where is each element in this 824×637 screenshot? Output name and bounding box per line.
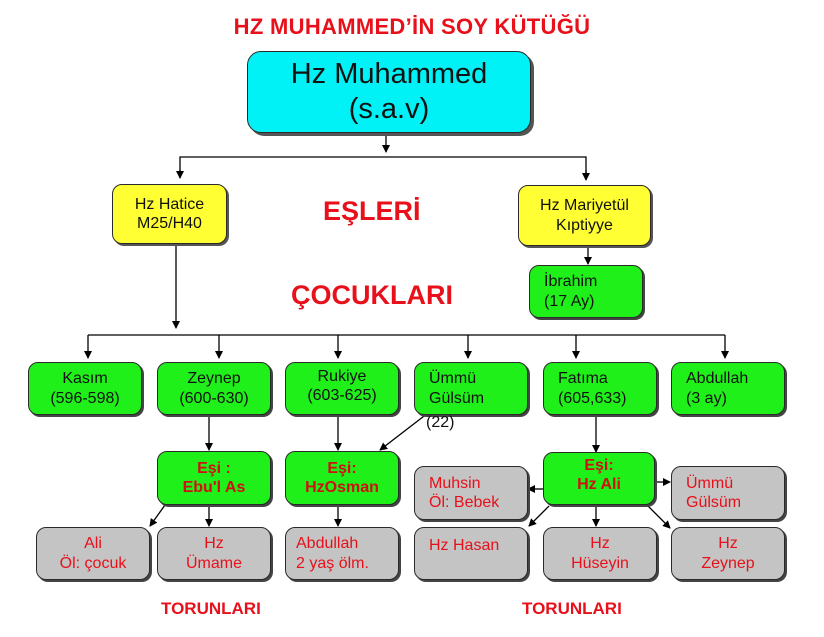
root-node[interactable]: Hz Muhammed (s.a.v) — [247, 51, 531, 133]
section-label-spouses: EŞLERİ — [323, 196, 421, 226]
node-text-line1: Ümmü — [686, 474, 734, 492]
node-text-line1: Zeynep — [187, 370, 241, 388]
child-node-zeynep[interactable]: Zeynep (600-630) — [157, 362, 271, 415]
node-text-line1: Kasım — [62, 370, 108, 388]
spouse-node-hatice[interactable]: Hz Hatice M25/H40 — [112, 184, 227, 244]
root-name: Hz Muhammed — [290, 58, 488, 91]
node-text-line1: Ali — [84, 535, 102, 553]
node-text-line2: (3 ay) — [686, 389, 727, 407]
child-node-rukiye[interactable]: Rukiye (603-625) — [285, 362, 399, 415]
node-text-line2: Hüseyin — [571, 554, 629, 572]
node-text-line1: Eşi : — [197, 459, 231, 477]
node-text-line2: Gülsüm — [429, 389, 485, 407]
grandchild-node-zeynep[interactable]: Hz Zeynep — [671, 527, 785, 580]
node-text-line2: Ümame — [185, 554, 242, 572]
child-node-abdullah[interactable]: Abdullah (3 ay) — [671, 362, 785, 415]
grandchild-node-muhsin[interactable]: Muhsin Öl: Bebek — [414, 466, 528, 520]
grandchild-node-ummu-gulsum[interactable]: Ümmü Gülsüm — [671, 466, 785, 520]
node-text-line2: Ebu'l As — [182, 479, 246, 496]
node-text-line2: Öl: çocuk — [59, 554, 127, 572]
page-title: HZ MUHAMMED’İN SOY KÜTÜĞÜ — [233, 14, 591, 39]
grandchild-node-abdullah[interactable]: Abdullah 2 yaş ölm. — [285, 527, 399, 580]
node-text-line1: Eşi: — [584, 457, 614, 474]
node-text-line2: Kıptiyye — [556, 216, 613, 234]
child-note-age: (22) — [426, 414, 455, 431]
node-text-line1: Hz — [718, 535, 738, 553]
node-text-line1: Eşi: — [327, 459, 357, 477]
node-text-line1: Hz Hatice — [134, 195, 205, 213]
node-text-line1: Abdullah — [686, 370, 749, 388]
node-text-line1: Rukiye — [317, 368, 367, 385]
section-label-children: ÇOCUKLARI — [291, 280, 453, 310]
node-text-line1: Muhsin — [429, 474, 481, 492]
node-text-line1: Abdullah — [296, 535, 359, 553]
node-text-line1: Fatıma — [558, 370, 608, 388]
grandchild-node-huseyin[interactable]: Hz Hüseyin — [543, 527, 657, 580]
spouse-node-ebul-as[interactable]: Eşi : Ebu'l As — [157, 451, 271, 505]
node-text-line2: (603-625) — [307, 387, 377, 405]
node-text-line2: Zeynep — [701, 554, 755, 572]
node-text-line1: Hz — [590, 535, 610, 553]
spouse-node-osman[interactable]: Eşi: HzOsman — [285, 451, 399, 505]
grandchild-node-umame[interactable]: Hz Ümame — [157, 527, 271, 580]
node-text-line2: Hz Ali — [577, 476, 621, 494]
node-text-line1: Hz Hasan — [429, 537, 500, 554]
spouse-node-ali[interactable]: Eşi: Hz Ali — [543, 452, 655, 505]
node-text-line2: (605,633) — [558, 389, 627, 407]
section-label-grandchildren-left: TORUNLARI — [161, 599, 261, 618]
node-text-line2: (17 Ay) — [544, 292, 595, 310]
spouse-node-mariye[interactable]: Hz Mariyetül Kıptiyye — [518, 185, 651, 246]
node-text-line2: Öl: Bebek — [429, 494, 500, 511]
node-text-line2: M25/H40 — [137, 215, 202, 232]
child-node-kasim[interactable]: Kasım (596-598) — [28, 362, 142, 415]
node-text-line2: Gülsüm — [686, 494, 742, 511]
child-node-ibrahim[interactable]: İbrahim (17 Ay) — [529, 265, 643, 318]
grandchild-node-ali[interactable]: Ali Öl: çocuk — [36, 527, 150, 580]
grandchild-node-hasan[interactable]: Hz Hasan — [414, 527, 528, 580]
node-text-line1: Ümmü — [429, 370, 477, 388]
child-node-fatima[interactable]: Fatıma (605,633) — [543, 362, 657, 415]
node-text-line2: HzOsman — [305, 479, 379, 496]
node-text-line1: İbrahim — [544, 273, 598, 291]
node-text-line2: 2 yaş ölm. — [296, 554, 369, 572]
child-node-ummu-gulsum[interactable]: Ümmü Gülsüm — [414, 362, 528, 415]
section-label-grandchildren-right: TORUNLARI — [522, 599, 622, 618]
node-text-line1: Hz Mariyetül — [540, 197, 629, 215]
node-text-line1: Hz — [204, 535, 224, 553]
root-honorific: (s.a.v) — [348, 93, 430, 125]
node-text-line2: (596-598) — [50, 389, 120, 407]
node-text-line2: (600-630) — [179, 389, 249, 407]
